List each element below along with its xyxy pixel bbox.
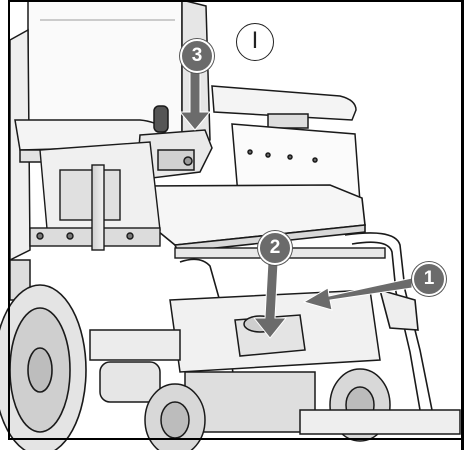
seat-cushion	[139, 184, 366, 253]
frame-border-right	[461, 0, 464, 450]
step-1-marker: 1	[412, 262, 446, 296]
caster-wheels	[144, 368, 461, 450]
step-3-marker: 3	[180, 39, 214, 73]
side-indicator-symbol: I	[236, 23, 274, 61]
step-3-arrow	[178, 69, 212, 131]
step-2-marker: 2	[258, 231, 292, 265]
right-armrest	[211, 85, 361, 203]
frame-border-top	[8, 0, 464, 2]
front-footrest-bracket	[179, 232, 433, 411]
left-frame	[9, 28, 31, 301]
step-2-arrow	[252, 261, 288, 339]
left-drive-wheel	[0, 284, 87, 450]
step-1-arrow	[302, 277, 413, 311]
frame-border-bottom	[8, 438, 464, 440]
frame-border-left	[8, 0, 10, 440]
